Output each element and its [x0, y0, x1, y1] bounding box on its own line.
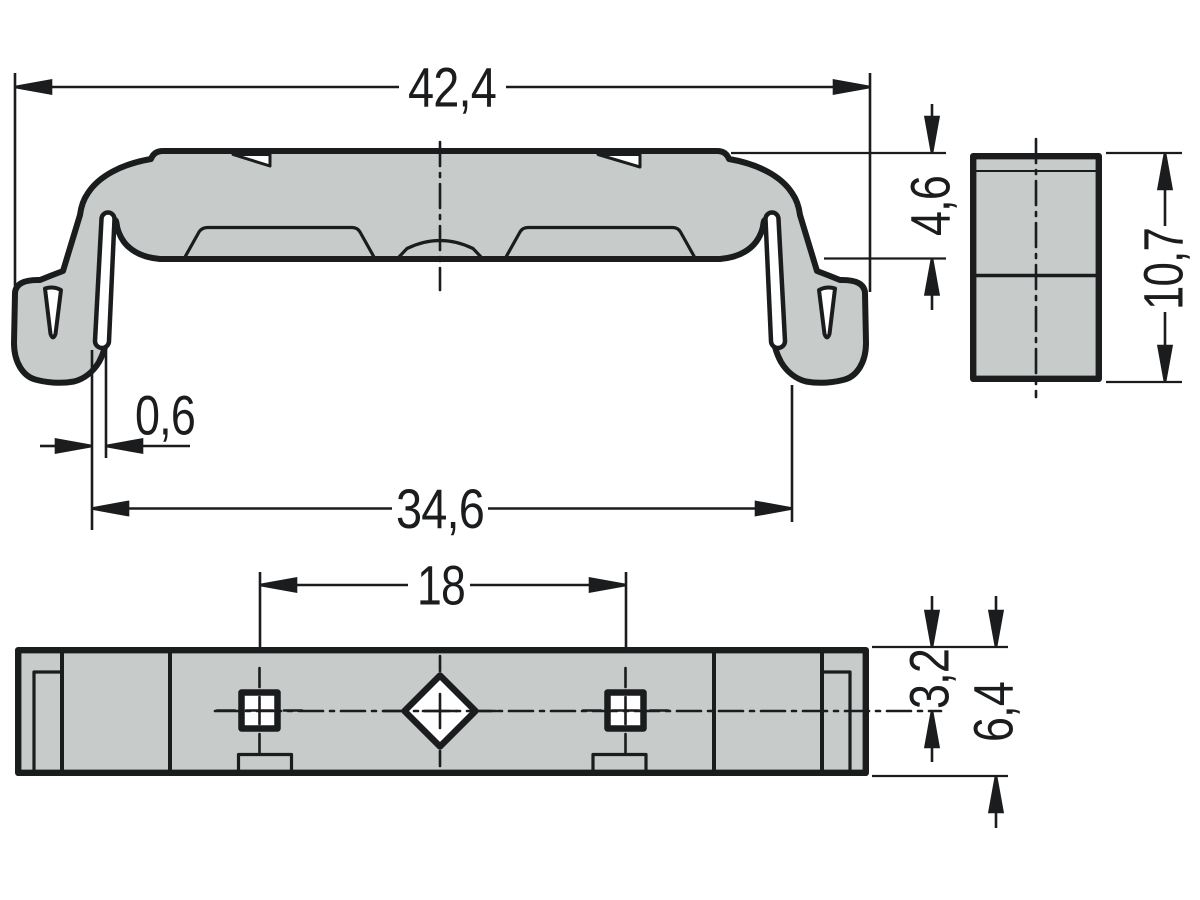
dim-rail-width: 34,6: [91, 385, 794, 540]
front-left-claw-gap: [43, 285, 63, 340]
front-right-fold-slot: [763, 210, 788, 351]
dim-hook-gap-value: 0,6: [135, 384, 195, 447]
bottom-right-notch: [591, 752, 648, 775]
front-left-notch: [231, 153, 272, 168]
dim-center-offset: 3,2: [872, 596, 1008, 762]
dim-overall-width-value: 42,4: [408, 56, 496, 119]
bottom-left-notch: [236, 752, 294, 775]
dim-hole-spacing: 18: [258, 554, 628, 648]
dim-overall-depth: 6,4: [872, 596, 1025, 828]
front-right-panel: [504, 225, 697, 259]
side-view: [970, 137, 1103, 399]
dim-hook-gap: 0,6: [40, 348, 196, 530]
front-part-outline: [11, 148, 869, 386]
dimensions: 42,4 0,6 34,6 4,6: [13, 56, 1195, 828]
dim-upper-height: 4,6: [731, 104, 962, 310]
dim-rail-width-value: 34,6: [396, 477, 484, 540]
front-right-claw-gap: [817, 285, 837, 340]
front-view: [11, 140, 869, 386]
front-right-notch: [596, 153, 642, 169]
dim-overall-depth-value: 6,4: [962, 682, 1025, 742]
bottom-right-step: [820, 670, 852, 775]
front-left-panel: [183, 225, 376, 259]
dim-overall-height: 10,7: [1106, 151, 1195, 384]
bottom-view: [15, 647, 943, 777]
dim-hole-spacing-value: 18: [417, 554, 465, 617]
dim-upper-height-value: 4,6: [899, 176, 962, 236]
dim-overall-width: 42,4: [13, 56, 872, 292]
dim-overall-height-value: 10,7: [1132, 228, 1195, 310]
front-left-fold-slot: [92, 210, 117, 351]
dim-center-offset-value: 3,2: [898, 649, 961, 709]
bottom-left-step: [32, 670, 64, 775]
